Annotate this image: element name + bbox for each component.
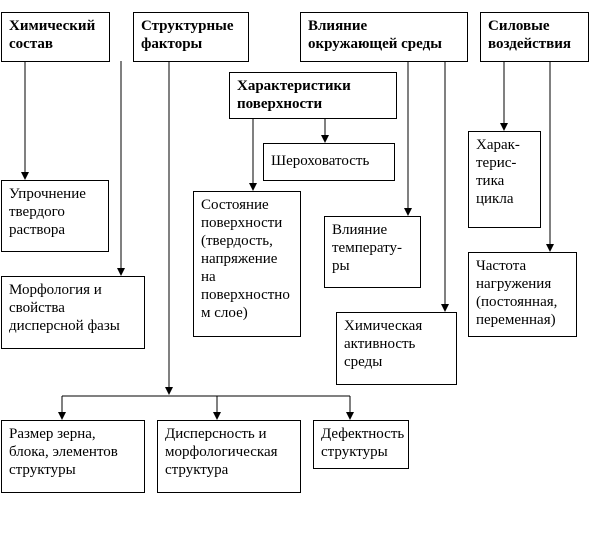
label-roughness: Шероховатость: [271, 153, 370, 169]
box-surface-characteristics: Характеристики поверхности: [229, 72, 397, 119]
box-temperature-influence: Влияние температу- ры: [324, 216, 421, 288]
label-force-effects: Силовые воздействия: [488, 18, 572, 52]
label-solid-solution-hardening: Упрочнение твердого раствора: [9, 186, 86, 238]
box-solid-solution-hardening: Упрочнение твердого раствора: [1, 180, 109, 252]
box-roughness: Шероховатость: [263, 143, 395, 181]
label-surface-state: Состояние поверхности (твердость, напряж…: [201, 197, 290, 321]
label-loading-frequency: Частота нагружения (постоянная, переменн…: [476, 258, 558, 328]
label-cycle-characteristic: Харак- терис- тика цикла: [476, 137, 520, 207]
box-structural-factors: Структурные факторы: [133, 12, 249, 62]
box-environment-influence: Влияние окружающей среды: [300, 12, 468, 62]
label-structural-factors: Структурные факторы: [141, 18, 234, 52]
box-surface-state: Состояние поверхности (твердость, напряж…: [193, 191, 301, 337]
box-loading-frequency: Частота нагружения (постоянная, переменн…: [468, 252, 577, 337]
label-chemical-composition: Химический состав: [9, 18, 96, 52]
box-chemical-activity: Химическая активность среды: [336, 312, 457, 385]
box-cycle-characteristic: Харак- терис- тика цикла: [468, 131, 541, 228]
label-disperse-phase-morphology: Морфология и свойства дисперсной фазы: [9, 282, 120, 334]
label-grain-size: Размер зерна, блока, элементов структуры: [9, 426, 118, 478]
box-force-effects: Силовые воздействия: [480, 12, 589, 62]
label-chemical-activity: Химическая активность среды: [344, 318, 423, 370]
label-dispersity-morphology: Дисперсность и морфологическая структура: [165, 426, 278, 478]
box-dispersity-morphology: Дисперсность и морфологическая структура: [157, 420, 301, 493]
box-disperse-phase-morphology: Морфология и свойства дисперсной фазы: [1, 276, 145, 349]
label-structure-defects: Дефектность структуры: [321, 426, 405, 460]
box-chemical-composition: Химический состав: [1, 12, 110, 62]
box-grain-size: Размер зерна, блока, элементов структуры: [1, 420, 145, 493]
label-surface-characteristics: Характеристики поверхности: [237, 78, 351, 112]
label-environment-influence: Влияние окружающей среды: [308, 18, 442, 52]
box-structure-defects: Дефектность структуры: [313, 420, 409, 469]
label-temperature-influence: Влияние температу- ры: [332, 222, 403, 274]
